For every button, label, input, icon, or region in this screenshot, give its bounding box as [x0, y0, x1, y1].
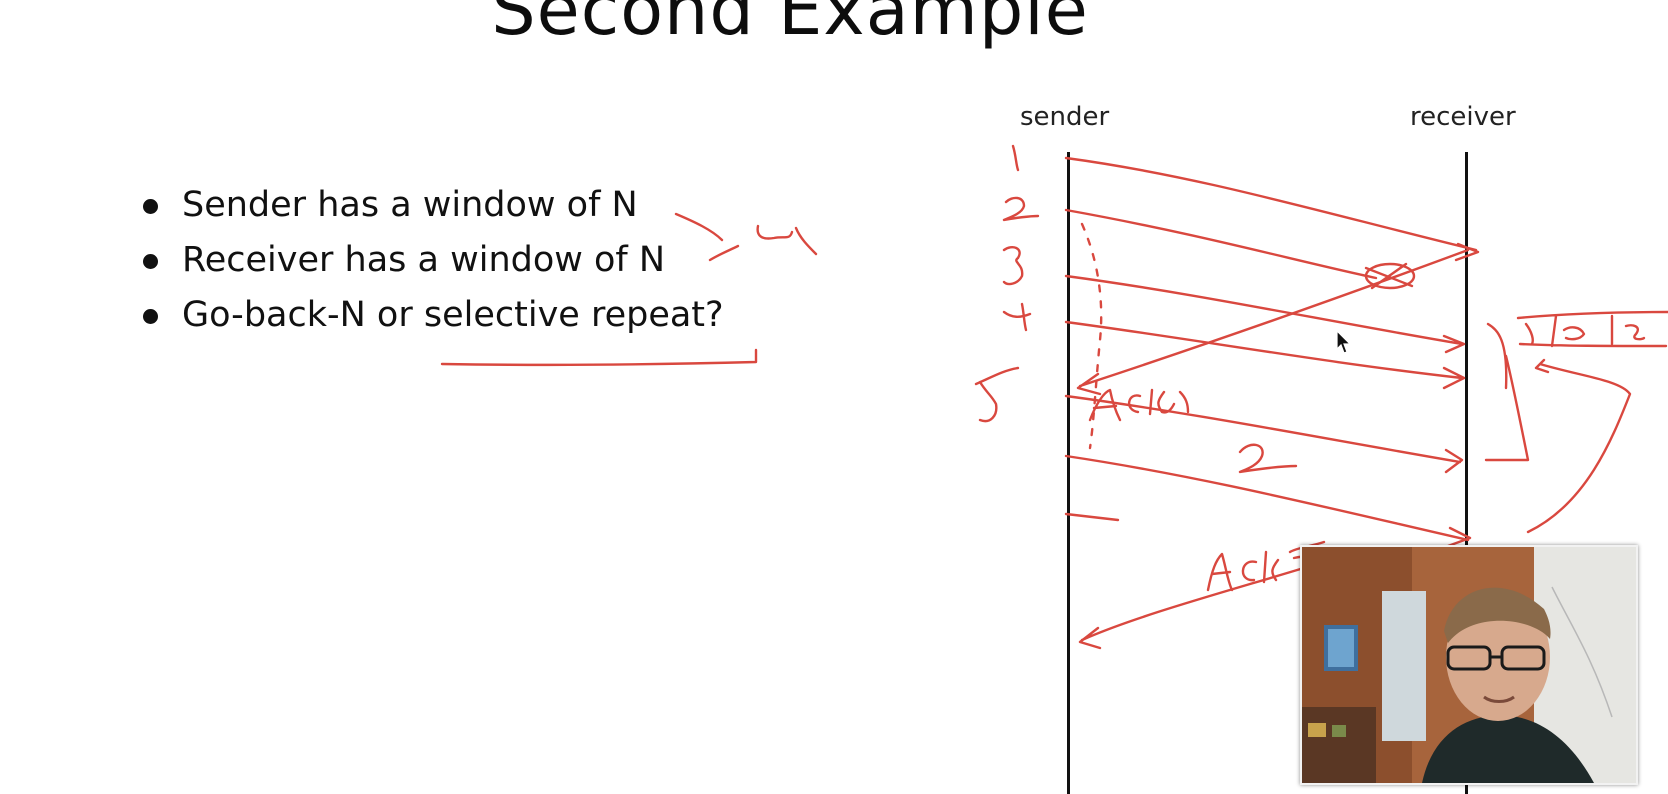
bullet-text: Go-back-N or selective repeat? [182, 295, 724, 335]
packet-arrow-6 [1064, 454, 1472, 548]
mouse-cursor-icon [1336, 330, 1352, 354]
packet-2-lost-cross [1364, 262, 1414, 290]
slide-title: Second Example [491, 0, 1089, 51]
sender-timeline [1067, 152, 1070, 794]
packet-arrow-5 [1064, 394, 1464, 474]
bullet-text: Receiver has a window of N [182, 240, 666, 280]
bullet-dot [143, 254, 158, 269]
handwritten-4b [1002, 302, 1032, 332]
buffer-arrow [1526, 358, 1632, 534]
bullet-item: Receiver has a window of N [140, 233, 724, 288]
packet-arrow-2 [1064, 208, 1378, 280]
sender-dash [1080, 222, 1103, 450]
bullet-item: Sender has a window of N [140, 178, 724, 233]
sender-label: sender [1020, 102, 1110, 132]
packet-arrow-3 [1064, 274, 1466, 354]
webcam-video [1302, 547, 1636, 783]
bullet-list: Sender has a window of N Receiver has a … [140, 178, 724, 343]
bullet-dot [143, 199, 158, 214]
ack-arrow-1 [1076, 248, 1470, 396]
handwritten-2 [1002, 196, 1040, 222]
packet-arrow-4 [1064, 320, 1466, 390]
bullet-item: Go-back-N or selective repeat? [140, 288, 724, 343]
handwritten-1 [1011, 144, 1020, 172]
handwritten-2-middle [1238, 443, 1298, 474]
handwritten-5 [974, 366, 1020, 423]
bullet-dot [143, 309, 158, 324]
buffer-digits [1562, 324, 1646, 341]
packet-arrow-7 [1064, 512, 1120, 522]
webcam-overlay [1300, 545, 1638, 785]
receiver-label: receiver [1410, 102, 1516, 132]
receiver-bracket [1484, 322, 1530, 462]
handwritten-4 [756, 224, 818, 256]
handwritten-3 [1002, 246, 1024, 286]
packet-arrow-1 [1064, 156, 1480, 262]
ack-1-label [1088, 388, 1190, 422]
packet-2-lost-circle [1364, 262, 1416, 290]
underline-selective-repeat [440, 348, 758, 367]
receiver-buffer [1516, 310, 1668, 348]
ack-arrow-final [1078, 558, 1332, 650]
bullet-text: Sender has a window of N [182, 185, 638, 225]
